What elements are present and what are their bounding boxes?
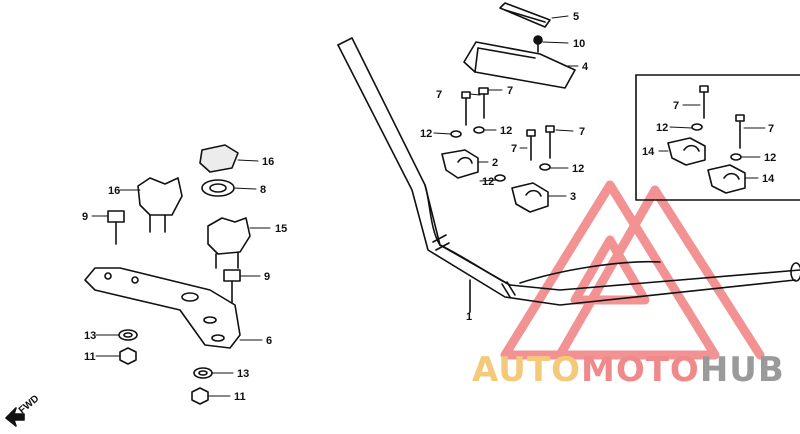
callout-9-a: 9 <box>82 211 88 223</box>
callout-11-a: 11 <box>84 351 96 363</box>
washer-8 <box>201 179 235 197</box>
callout-11-b: 11 <box>234 391 246 403</box>
fwd-label: FWD <box>17 393 42 416</box>
callout-13-b: 13 <box>237 368 249 380</box>
callout-16-b: 16 <box>108 185 120 197</box>
holder-2 <box>441 149 479 179</box>
watermark-logo-text: AUTOMOTOHUB <box>472 350 785 390</box>
bracket-6 <box>84 267 241 349</box>
inset-holder-14a <box>667 137 706 166</box>
callout-12-c: 12 <box>482 176 494 188</box>
screw-10 <box>533 35 543 53</box>
callout-1: 1 <box>466 311 472 323</box>
inset-holder-14b <box>707 164 746 194</box>
callout-8-a: 8 <box>260 184 266 196</box>
callout-13-a: 13 <box>84 330 96 342</box>
callout-5: 5 <box>573 11 579 23</box>
bolt-9-b <box>223 269 241 304</box>
callout-12-e: 12 <box>656 122 668 134</box>
watermark-part-2: MOTO <box>580 350 700 390</box>
nut-11-b <box>191 387 209 405</box>
callout-15: 15 <box>275 223 287 235</box>
rubber-15 <box>207 217 251 269</box>
inset-box <box>635 74 800 201</box>
callout-7-f: 7 <box>768 123 774 135</box>
washer-13-b <box>193 367 213 379</box>
cap-16 <box>199 144 239 173</box>
callout-14-a: 14 <box>642 146 655 158</box>
callout-6: 6 <box>266 335 272 347</box>
callout-9-b: 9 <box>264 271 270 283</box>
handlebar-pipe <box>337 37 800 313</box>
forward-direction-arrow <box>5 407 25 427</box>
emblem-5 <box>499 2 551 28</box>
callout-12-b: 12 <box>500 125 512 137</box>
callout-16-a: 16 <box>262 156 274 168</box>
callout-12-d: 12 <box>572 163 584 175</box>
inset-bolts <box>691 85 745 161</box>
nut-11-a <box>119 347 137 365</box>
bolt-9-a <box>107 210 125 245</box>
holder-3 <box>511 182 549 213</box>
callout-3: 3 <box>570 191 576 203</box>
bolts-7-center <box>450 87 555 182</box>
callout-12-a: 12 <box>420 128 432 140</box>
callout-7-d: 7 <box>579 126 585 138</box>
callout-4: 4 <box>582 61 589 73</box>
callout-7-e: 7 <box>673 100 679 112</box>
watermark-triangle-logo <box>500 180 765 360</box>
callout-7-a: 7 <box>436 89 442 101</box>
handlebar-cover-4 <box>463 41 576 89</box>
callout-7-b: 7 <box>507 85 513 97</box>
leader-lines <box>91 15 766 397</box>
washer-13-a <box>118 329 138 341</box>
callout-7-c: 7 <box>511 143 517 155</box>
watermark-part-1: AUTO <box>472 350 581 390</box>
callout-2: 2 <box>492 157 498 169</box>
rubber-16 <box>137 177 183 233</box>
watermark-part-3: HUB <box>699 350 785 390</box>
callout-12-f: 12 <box>764 152 776 164</box>
callout-10: 10 <box>573 38 585 50</box>
callout-14-b: 14 <box>762 173 775 185</box>
